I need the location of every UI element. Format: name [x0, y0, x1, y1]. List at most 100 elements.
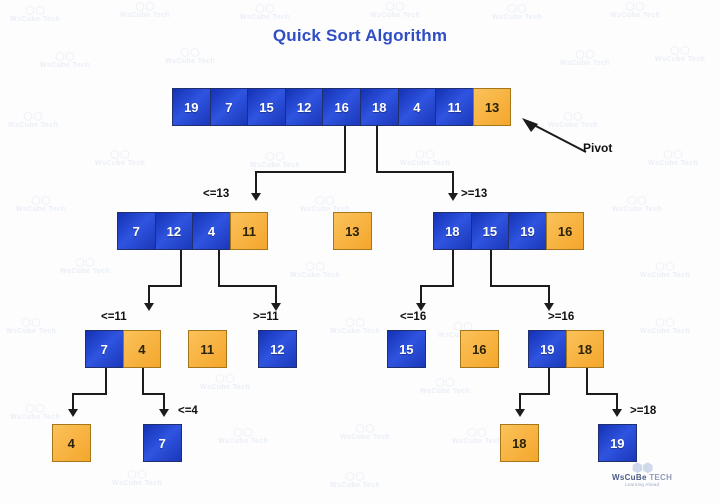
partition-label-le4: <=4: [178, 405, 198, 417]
partition-label-ge18: >=18: [630, 405, 657, 417]
array-cell-pivot[interactable]: 18: [565, 330, 605, 368]
connector-drop: [519, 393, 521, 411]
connector-arrow-right: [448, 193, 458, 201]
connector-stem: [105, 368, 107, 394]
array-cell[interactable]: 12: [284, 88, 324, 126]
watermark: ⬡⬡WsCube Tech: [8, 111, 59, 130]
watermark: ⬡⬡WsCube Tech: [300, 195, 351, 214]
array-cell[interactable]: 12: [154, 212, 194, 250]
array-cell-pivot[interactable]: 11: [229, 212, 269, 250]
connector-drop: [148, 285, 150, 305]
array-cell[interactable]: 19: [598, 424, 637, 462]
connector-bar: [72, 393, 107, 395]
array-cell[interactable]: 19: [528, 330, 567, 368]
connector-drop-left: [255, 171, 257, 195]
connector-drop: [420, 285, 422, 305]
array-row-pivot-11: 11: [188, 330, 227, 368]
connector-bar: [142, 393, 165, 395]
watermark: ⬡⬡WsCube Tech: [200, 373, 251, 392]
watermark: ⬡⬡WsCube Tech: [10, 403, 61, 422]
connector-arrow-left: [251, 193, 261, 201]
connector-bar: [420, 285, 454, 287]
watermark: ⬡⬡WsCube Tech: [40, 51, 91, 70]
array-cell-pivot[interactable]: 18: [500, 424, 539, 462]
array-cell-pivot[interactable]: 16: [460, 330, 499, 368]
array-cell[interactable]: 15: [387, 330, 426, 368]
array-cell[interactable]: 11: [435, 88, 474, 126]
array-cell-pivot[interactable]: 11: [188, 330, 227, 368]
watermark: ⬡⬡WsCube Tech: [400, 149, 451, 168]
array-cell-pivot[interactable]: 4: [122, 330, 162, 368]
array-cell[interactable]: 16: [322, 88, 361, 126]
pivot-arrow: [522, 118, 587, 153]
connector-arrow: [159, 409, 169, 417]
connector-stem-right: [376, 126, 378, 172]
watermark: ⬡⬡WsCube Tech: [165, 47, 216, 66]
array-row-ll: 7 4: [85, 330, 162, 368]
connector-stem: [218, 250, 220, 286]
array-cell[interactable]: 7: [117, 212, 156, 250]
array-cell[interactable]: 4: [397, 88, 437, 126]
array-row-root: 19 7 15 12 16 18 4 11 13: [172, 88, 512, 126]
connector-bar-left: [255, 171, 346, 173]
hexagon-icon: ⬢⬢: [631, 460, 654, 475]
watermark: ⬡⬡WsCube Tech: [240, 3, 291, 22]
connector-bar: [148, 285, 182, 287]
connector-drop: [275, 285, 277, 305]
array-cell[interactable]: 19: [172, 88, 211, 126]
watermark: ⬡⬡WsCube Tech: [10, 5, 61, 24]
array-row-rl: 15: [387, 330, 426, 368]
page-title: Quick Sort Algorithm: [272, 26, 448, 45]
array-cell[interactable]: 15: [470, 212, 510, 250]
watermark: ⬡⬡WsCube Tech: [112, 469, 163, 488]
connector-arrow: [68, 409, 78, 417]
connector-drop: [72, 393, 74, 411]
connector-bar: [519, 393, 550, 395]
connector-stem-left: [344, 126, 346, 172]
watermark: ⬡⬡WsCube Tech: [548, 111, 599, 130]
array-cell-pivot[interactable]: 4: [52, 424, 91, 462]
partition-label-ge16: >=16: [548, 311, 575, 323]
array-cell[interactable]: 18: [359, 88, 399, 126]
partition-label-ge13: >=13: [461, 188, 488, 200]
watermark: ⬡⬡WsCube Tech: [6, 317, 57, 336]
array-cell-pivot[interactable]: 16: [545, 212, 585, 250]
brand-name: WsCuBe TECH: [612, 473, 673, 482]
watermark: ⬡⬡WsCube Tech: [612, 195, 663, 214]
array-cell[interactable]: 7: [143, 424, 182, 462]
array-cell[interactable]: 19: [508, 212, 547, 250]
array-cell[interactable]: 4: [192, 212, 231, 250]
array-cell-pivot[interactable]: 13: [472, 88, 512, 126]
array-cell[interactable]: 7: [209, 88, 249, 126]
connector-bar: [586, 393, 618, 395]
connector-drop: [616, 393, 618, 411]
connector-arrow: [144, 303, 154, 311]
watermark: ⬡⬡WsCube Tech: [648, 149, 699, 168]
connector-arrow: [612, 409, 622, 417]
array-row-left-partition: 7 12 4 11: [117, 212, 269, 250]
pivot-callout-label: Pivot: [583, 141, 613, 155]
connector-stem: [180, 250, 182, 286]
watermark: ⬡⬡WsCube Tech: [640, 261, 691, 280]
connector-stem: [452, 250, 454, 286]
brand-tagline: Learning Ahead: [624, 482, 660, 487]
array-cell[interactable]: 12: [258, 330, 297, 368]
array-cell[interactable]: 18: [433, 212, 472, 250]
array-row-pivot-13: 13: [333, 212, 372, 250]
connector-drop: [548, 285, 550, 305]
array-cell-pivot[interactable]: 13: [333, 212, 372, 250]
array-cell[interactable]: 7: [85, 330, 124, 368]
array-row-pivot-16: 16: [460, 330, 499, 368]
connector-drop-right: [452, 171, 454, 195]
connector-stem: [142, 368, 144, 394]
watermark: ⬡⬡WsCube Tech: [330, 317, 381, 336]
watermark: ⬡⬡WsCube Tech: [60, 257, 111, 276]
connector-arrow: [515, 409, 525, 417]
array-cell[interactable]: 15: [247, 88, 286, 126]
watermark: ⬡⬡WsCube Tech: [655, 45, 706, 64]
watermark: ⬡⬡WsCube Tech: [290, 261, 341, 280]
watermark: ⬡⬡WsCube Tech: [250, 151, 301, 170]
watermark: ⬡⬡WsCube Tech: [218, 427, 269, 446]
watermark: ⬡⬡WsCube Tech: [95, 149, 146, 168]
